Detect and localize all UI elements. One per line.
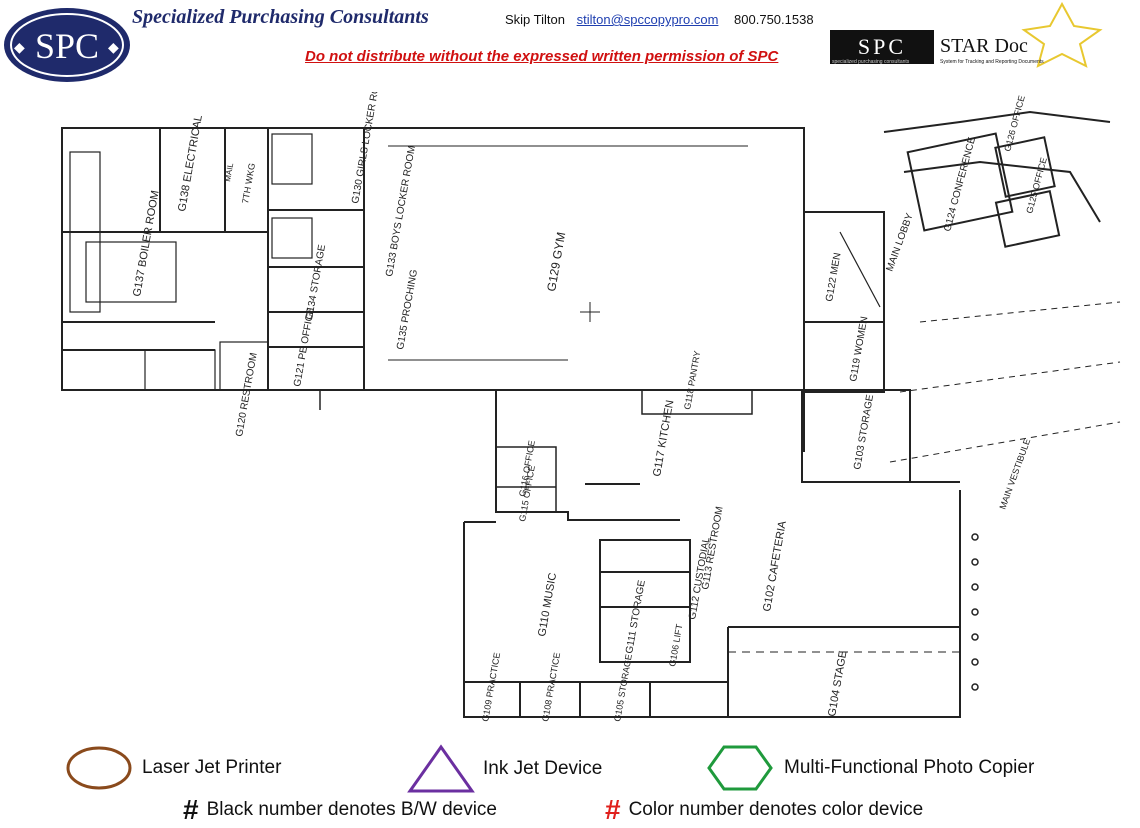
bw-note-text: Black number denotes B/W device [206, 799, 497, 820]
room-label: G105 STORAGE [612, 653, 634, 722]
legend-mfp-label: Multi-Functional Photo Copier [784, 757, 1035, 778]
svg-text:◆: ◆ [14, 41, 25, 56]
floor-plan: G138 ELECTRICAL G137 BOILER ROOM MAIL 7T… [61, 92, 1121, 723]
svg-text:◆: ◆ [108, 41, 119, 56]
room-label: G117 KITCHEN [651, 399, 676, 477]
mfp-copier-icon [707, 745, 773, 791]
contact-phone: 800.750.1538 [734, 12, 814, 27]
room-label: G102 CAFETERIA [761, 519, 789, 612]
legend-mfp: Multi-Functional Photo Copier [706, 744, 1034, 792]
legend-inkjet: Ink Jet Device [407, 744, 602, 794]
stardoc-logo: SPC STAR Doc specialized purchasing cons… [830, 2, 1103, 68]
contact-line: Skip Tilton stilton@spccopypro.com 800.7… [505, 12, 814, 27]
legend-laser: Laser Jet Printer [66, 746, 281, 790]
room-label: G129 GYM [544, 231, 568, 293]
room-label: G125 OFFICE [1024, 156, 1049, 214]
company-name: Specialized Purchasing Consultants [132, 6, 429, 28]
svg-text:specialized purchasing consult: specialized purchasing consultants [832, 59, 910, 65]
room-label: G137 BOILER ROOM [131, 189, 162, 297]
room-label: G124 CONFERENCE [942, 136, 978, 233]
logo-text: SPC [35, 26, 99, 66]
room-label: G120 RESTROOM [234, 352, 260, 438]
laser-printer-icon [66, 746, 132, 790]
room-label: G135 PROCHING [395, 268, 420, 350]
room-label: G130 GIRLS LOCKER ROOM [350, 92, 384, 205]
legend-inkjet-label: Ink Jet Device [483, 758, 603, 779]
room-label: G122 MEN [824, 252, 843, 303]
room-label: G119 WOMEN [848, 316, 870, 383]
room-label: G103 STORAGE [852, 393, 876, 470]
room-label: G111 STORAGE [624, 579, 648, 655]
color-note: # Color number denotes color device [605, 794, 923, 826]
room-label: MAIL [223, 162, 235, 182]
spc-logo: SPC ◆ ◆ [4, 8, 130, 82]
room-label: MAIN LOBBY [884, 212, 915, 274]
svg-text:System for Tracking and Report: System for Tracking and Reporting Docume… [940, 59, 1044, 65]
color-note-text: Color number denotes color device [628, 799, 924, 820]
room-label: G110 MUSIC [536, 572, 559, 638]
room-label: G104 STAGE [826, 650, 849, 718]
room-label: G109 PRACTICE [480, 652, 502, 723]
distribution-warning: Do not distribute without the expressed … [305, 48, 779, 65]
red-hash-icon: # [605, 794, 621, 825]
bw-note: # Black number denotes B/W device [183, 794, 497, 826]
legend-laser-label: Laser Jet Printer [142, 757, 282, 778]
svg-text:SPC: SPC [858, 34, 906, 59]
room-label: G108 PRACTICE [540, 652, 562, 723]
svg-text:STAR Doc: STAR Doc [940, 35, 1028, 57]
room-label: G118 PANTRY [682, 350, 702, 410]
contact-name: Skip Tilton [505, 12, 565, 27]
room-label: MAIN VESTIBULE [997, 437, 1032, 510]
black-hash-icon: # [183, 794, 199, 825]
room-label: G106 LIFT [667, 623, 684, 668]
room-label: 7TH WKG [240, 162, 257, 204]
inkjet-device-icon [407, 744, 475, 793]
contact-email-link[interactable]: stilton@spccopypro.com [576, 12, 719, 27]
room-label: G133 BOYS LOCKER ROOM [384, 145, 418, 278]
